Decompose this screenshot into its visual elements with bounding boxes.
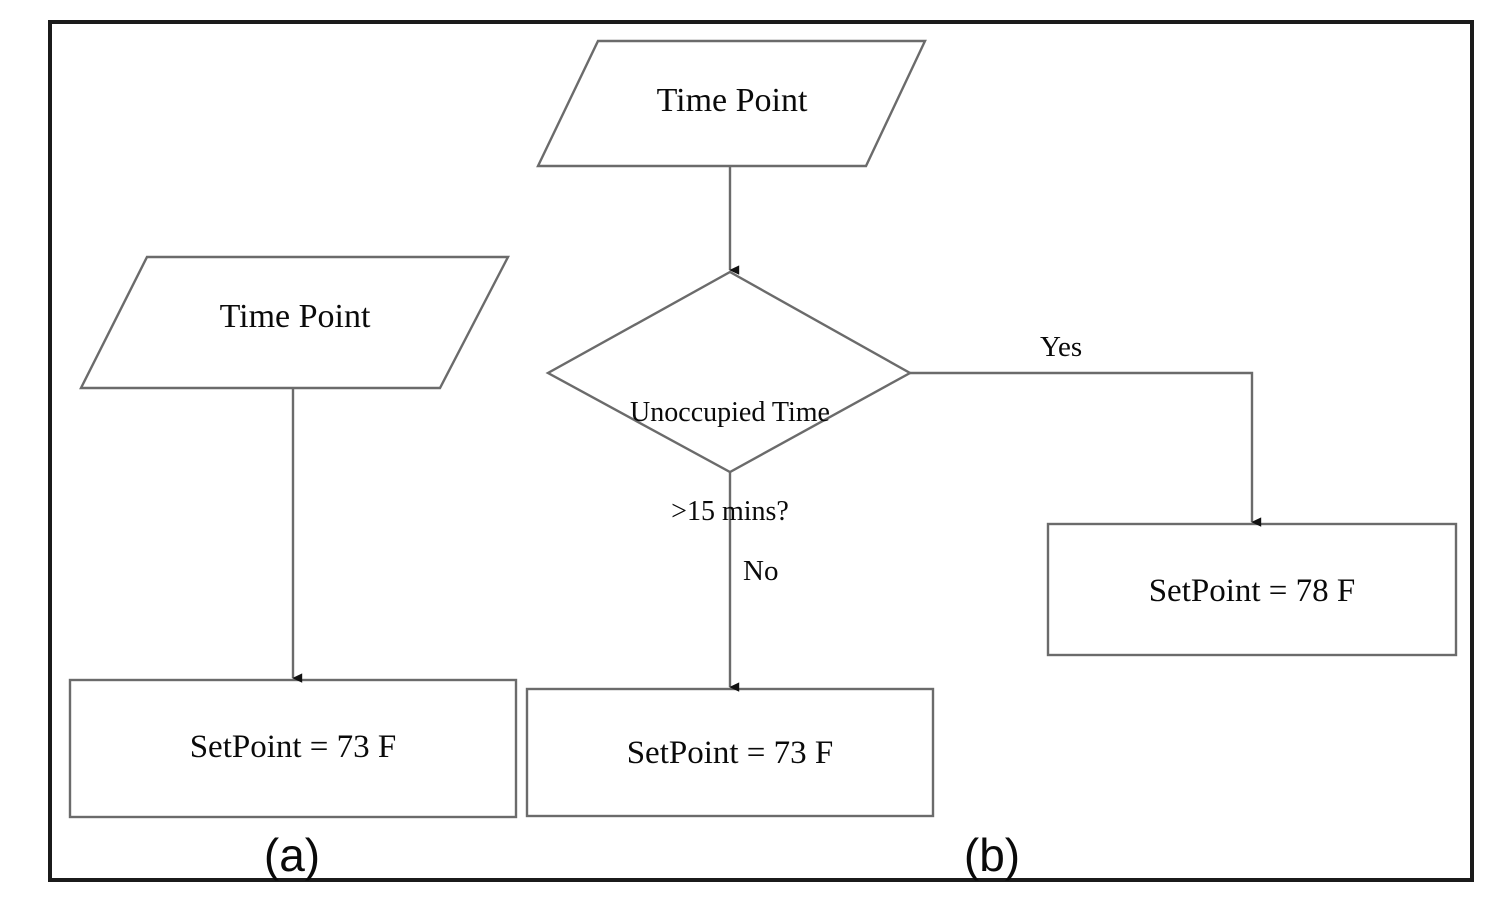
- node-shape-setpoint-73-a: [68, 678, 518, 819]
- node-shape-decision-unoccupied: [545, 270, 913, 474]
- node-shape-setpoint-78: [1046, 522, 1458, 657]
- panel-caption-a: (a): [263, 829, 321, 881]
- edge-label-yes: Yes: [1040, 331, 1083, 363]
- node-shape-setpoint-73-b: [525, 687, 935, 818]
- figure-border: [48, 20, 1474, 882]
- node-shape-time-point-b: [536, 39, 927, 168]
- edge-decision-to-setpoint-78: [910, 371, 1262, 527]
- edge-label-no: No: [743, 555, 779, 587]
- node-shape-time-point-a: [79, 255, 510, 390]
- panel-caption-b: (b): [963, 829, 1021, 881]
